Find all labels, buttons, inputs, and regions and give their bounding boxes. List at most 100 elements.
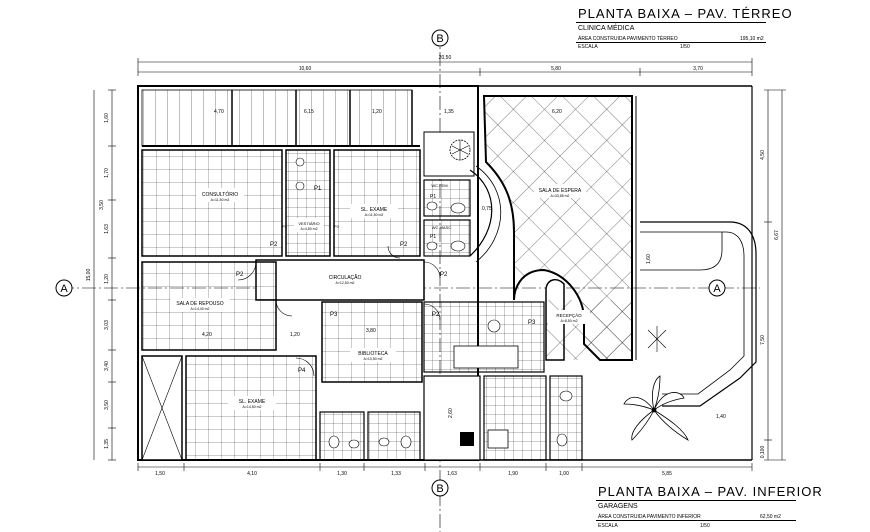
dim-bottom-3: 1,30 xyxy=(337,471,347,477)
room-sala-repouso xyxy=(141,261,277,351)
consultorio-area: A=11,50 m2 xyxy=(211,198,230,202)
dim-right-total: 6,67 xyxy=(774,230,780,240)
door-p2-circ: P2 xyxy=(440,272,448,278)
dim-inner-e: 0,75 xyxy=(482,206,492,212)
palm-tree xyxy=(623,375,689,441)
door-p1-wc-fem: P1 xyxy=(430,194,436,200)
lower-scale-label: ESCALA xyxy=(598,523,618,529)
dim-bottom-8: 5,85 xyxy=(662,471,672,477)
sl-exame-1-name: SL. EXAME xyxy=(361,207,388,213)
dim-inner-d: 1,35 xyxy=(444,109,454,115)
sl-exame-2-name: SL. EXAME xyxy=(239,399,266,405)
dim-inner-i: 3,80 xyxy=(366,328,376,334)
dim-left-total: 15,00 xyxy=(86,269,92,282)
sl-exame-2-area: A=14,50 m2 xyxy=(243,405,262,409)
vestiario-area: A=4,50 m2 xyxy=(300,227,317,231)
dim-left-4: 1,63 xyxy=(104,224,110,234)
room-wc-masc xyxy=(423,219,471,257)
door-p3-service: P3 xyxy=(528,320,536,326)
lower-subtitle: GARAGENS xyxy=(598,503,638,510)
shrub-right xyxy=(647,326,667,352)
dim-bottom-5: 1,63 xyxy=(447,471,457,477)
door-p1-vestiario: P1 xyxy=(314,186,322,192)
dim-right-3: 0,100 xyxy=(760,446,766,459)
vestiario-name: VESTIÁRIO xyxy=(298,221,319,226)
lower-title: PLANTA BAIXA – PAV. INFERIOR xyxy=(598,484,823,499)
dim-left-2: 1,70 xyxy=(104,168,110,178)
room-consultorio xyxy=(141,149,283,257)
sala-espera-name: SALA DE ESPERA xyxy=(539,188,582,194)
dim-left-7: 3,40 xyxy=(104,361,110,371)
lower-scale-value: 1/50 xyxy=(700,523,710,529)
outdoor-ramp xyxy=(640,221,757,407)
recepcao-name: RECEPÇÃO xyxy=(556,312,582,318)
dim-top-total: 20,50 xyxy=(439,55,452,61)
dim-inner-l: 1,60 xyxy=(646,254,652,264)
dim-top-2: 5,80 xyxy=(551,66,561,72)
wc-fem-name: WC FEM. xyxy=(431,183,448,188)
lower-area-rule xyxy=(596,520,796,521)
axis-b-bottom-label: B xyxy=(436,483,443,495)
door-swings xyxy=(237,245,441,377)
dim-top-3: 3,70 xyxy=(693,66,703,72)
upper-title-rule xyxy=(576,22,766,23)
door-p2-repouso: P2 xyxy=(236,272,244,278)
dimension-bottom xyxy=(137,463,753,471)
upper-area-value: 195,10 m2 xyxy=(740,36,764,42)
dim-left-1: 1,60 xyxy=(104,113,110,123)
circulacao-name: CIRCULAÇÃO xyxy=(329,274,362,281)
sala-repouso-name: SALA DE REPOUSO xyxy=(176,301,223,307)
dim-bottom-2: 4,10 xyxy=(247,471,257,477)
dimension-top xyxy=(137,58,753,76)
lower-title-rule xyxy=(596,500,796,501)
axis-marker-b-top: B xyxy=(431,29,449,47)
recepcao-area: A=8,50 m2 xyxy=(560,319,577,323)
dimension-left xyxy=(93,89,116,461)
door-p3-exame: P3 xyxy=(334,224,340,229)
door-p3-biblioteca: P3 xyxy=(330,312,338,318)
dim-inner-f: 6,20 xyxy=(552,109,562,115)
dim-right-1: 4,50 xyxy=(760,150,766,160)
upper-subtitle: CLINICA MÉDICA xyxy=(578,25,635,32)
consultorio-name: CONSULTÓRIO xyxy=(202,191,238,198)
rooms-service-bottom xyxy=(423,375,583,461)
dim-left-6: 3,03 xyxy=(104,320,110,330)
axis-b-top-label: B xyxy=(436,33,443,45)
room-biblioteca xyxy=(321,301,423,383)
sl-exame-1-area: A=11,50 m2 xyxy=(365,213,384,217)
biblioteca-name: BIBLIOTECA xyxy=(358,351,388,357)
dim-left-8: 3,50 xyxy=(104,400,110,410)
upper-area-rule xyxy=(576,42,766,43)
dim-inner-b: 6,15 xyxy=(304,109,314,115)
lower-area-value: 62,50 m2 xyxy=(760,514,781,520)
axis-a-left-label: A xyxy=(60,283,68,295)
door-p1-wc-masc: P1 xyxy=(430,234,436,240)
axis-marker-a-left: A xyxy=(55,279,73,297)
planter-top xyxy=(423,131,475,177)
door-p2-consultorio: P2 xyxy=(270,242,278,248)
dim-inner-c: 1,20 xyxy=(372,109,382,115)
dim-left-5: 1,20 xyxy=(104,274,110,284)
lower-area-label: ÁREA CONSTRUIDA PAVIMENTO INFERIOR xyxy=(598,514,701,520)
room-sl-exame-1 xyxy=(333,149,421,257)
dim-inner-j: 1,40 xyxy=(716,414,726,420)
room-service xyxy=(423,301,545,373)
room-wc-fem xyxy=(423,179,471,217)
upper-title: PLANTA BAIXA – PAV. TÉRREO xyxy=(578,6,793,21)
dim-inner-g: 4,20 xyxy=(202,332,212,338)
upper-scale-value: 1/50 xyxy=(680,44,690,50)
axis-marker-a-right: A xyxy=(708,279,726,297)
circulacao-area: A=12,50 m2 xyxy=(336,281,355,285)
dim-bottom-7: 1,00 xyxy=(559,471,569,477)
door-p2-exame: P2 xyxy=(400,242,408,248)
dim-inner-h: 1,20 xyxy=(290,332,300,338)
dim-right-2: 7,50 xyxy=(760,335,766,345)
axis-a-right-label: A xyxy=(713,283,721,295)
door-p4-exame: P4 xyxy=(298,368,306,374)
bathrooms-bottom xyxy=(319,411,421,461)
door-p3-consultorio: P3 xyxy=(282,224,288,229)
stair-bottom-left xyxy=(141,355,183,461)
dim-left-9: 1,35 xyxy=(104,439,110,449)
dim-inner-a: 4,70 xyxy=(214,109,224,115)
